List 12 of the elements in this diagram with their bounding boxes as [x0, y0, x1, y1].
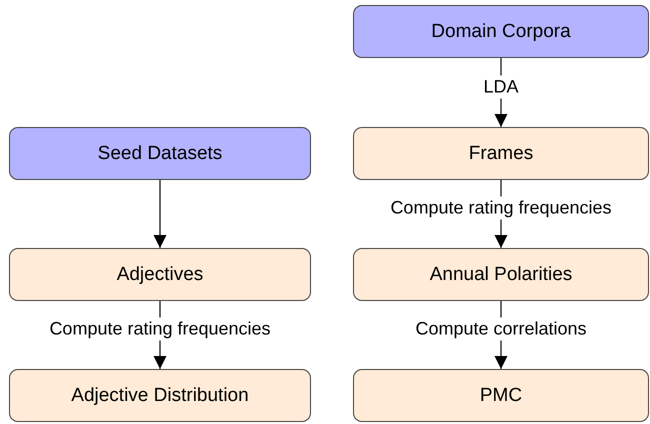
edge-label: Compute correlations [413, 318, 589, 340]
edge-label: Compute rating frequencies [47, 318, 273, 340]
process-box: Adjectives [9, 248, 311, 301]
process-box: Domain Corpora [353, 5, 649, 58]
edge-label: LDA [482, 75, 520, 98]
process-box: Seed Datasets [9, 127, 311, 180]
process-box: Adjective Distribution [9, 369, 311, 422]
process-box: PMC [353, 369, 649, 422]
process-box: Frames [353, 127, 649, 180]
arrow [154, 180, 166, 248]
edge-label: Compute rating frequencies [388, 196, 614, 220]
process-box: Annual Polarities [353, 248, 649, 301]
